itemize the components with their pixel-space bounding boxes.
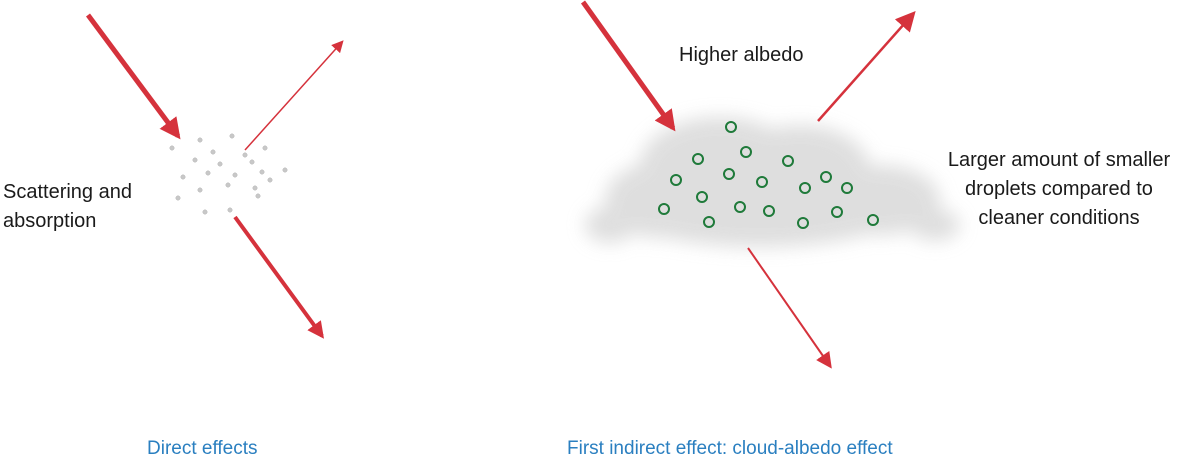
indirect-effect-caption: First indirect effect: cloud-albedo effe…: [567, 438, 893, 459]
droplets-label: Larger amount of smaller droplets compar…: [928, 146, 1190, 233]
incoming-solar-arrow: [85, 13, 181, 140]
scattering-label-line1: Scattering and: [3, 181, 132, 203]
cloud-droplets: [658, 121, 879, 229]
droplets-label-line3: cleaner conditions: [978, 207, 1140, 229]
reflected-arrow-cloud: [817, 11, 916, 122]
droplets-label-line1: Larger amount of smaller: [947, 149, 1171, 171]
aerosol-particles: [169, 133, 288, 215]
albedo-label: Higher albedo: [679, 44, 804, 66]
scattering-label-line2: absorption: [3, 210, 97, 232]
scattering-label: Scattering and absorption: [3, 178, 132, 236]
transmitted-arrow-cloud: [747, 247, 832, 369]
droplets-label-line2: droplets compared to: [965, 178, 1153, 200]
direct-effects-caption: Direct effects: [147, 438, 258, 459]
reflected-arrow: [244, 40, 344, 151]
incoming-solar-arrow-cloud: [580, 0, 676, 132]
cloud: [585, 117, 960, 247]
transmitted-arrow: [233, 215, 324, 339]
